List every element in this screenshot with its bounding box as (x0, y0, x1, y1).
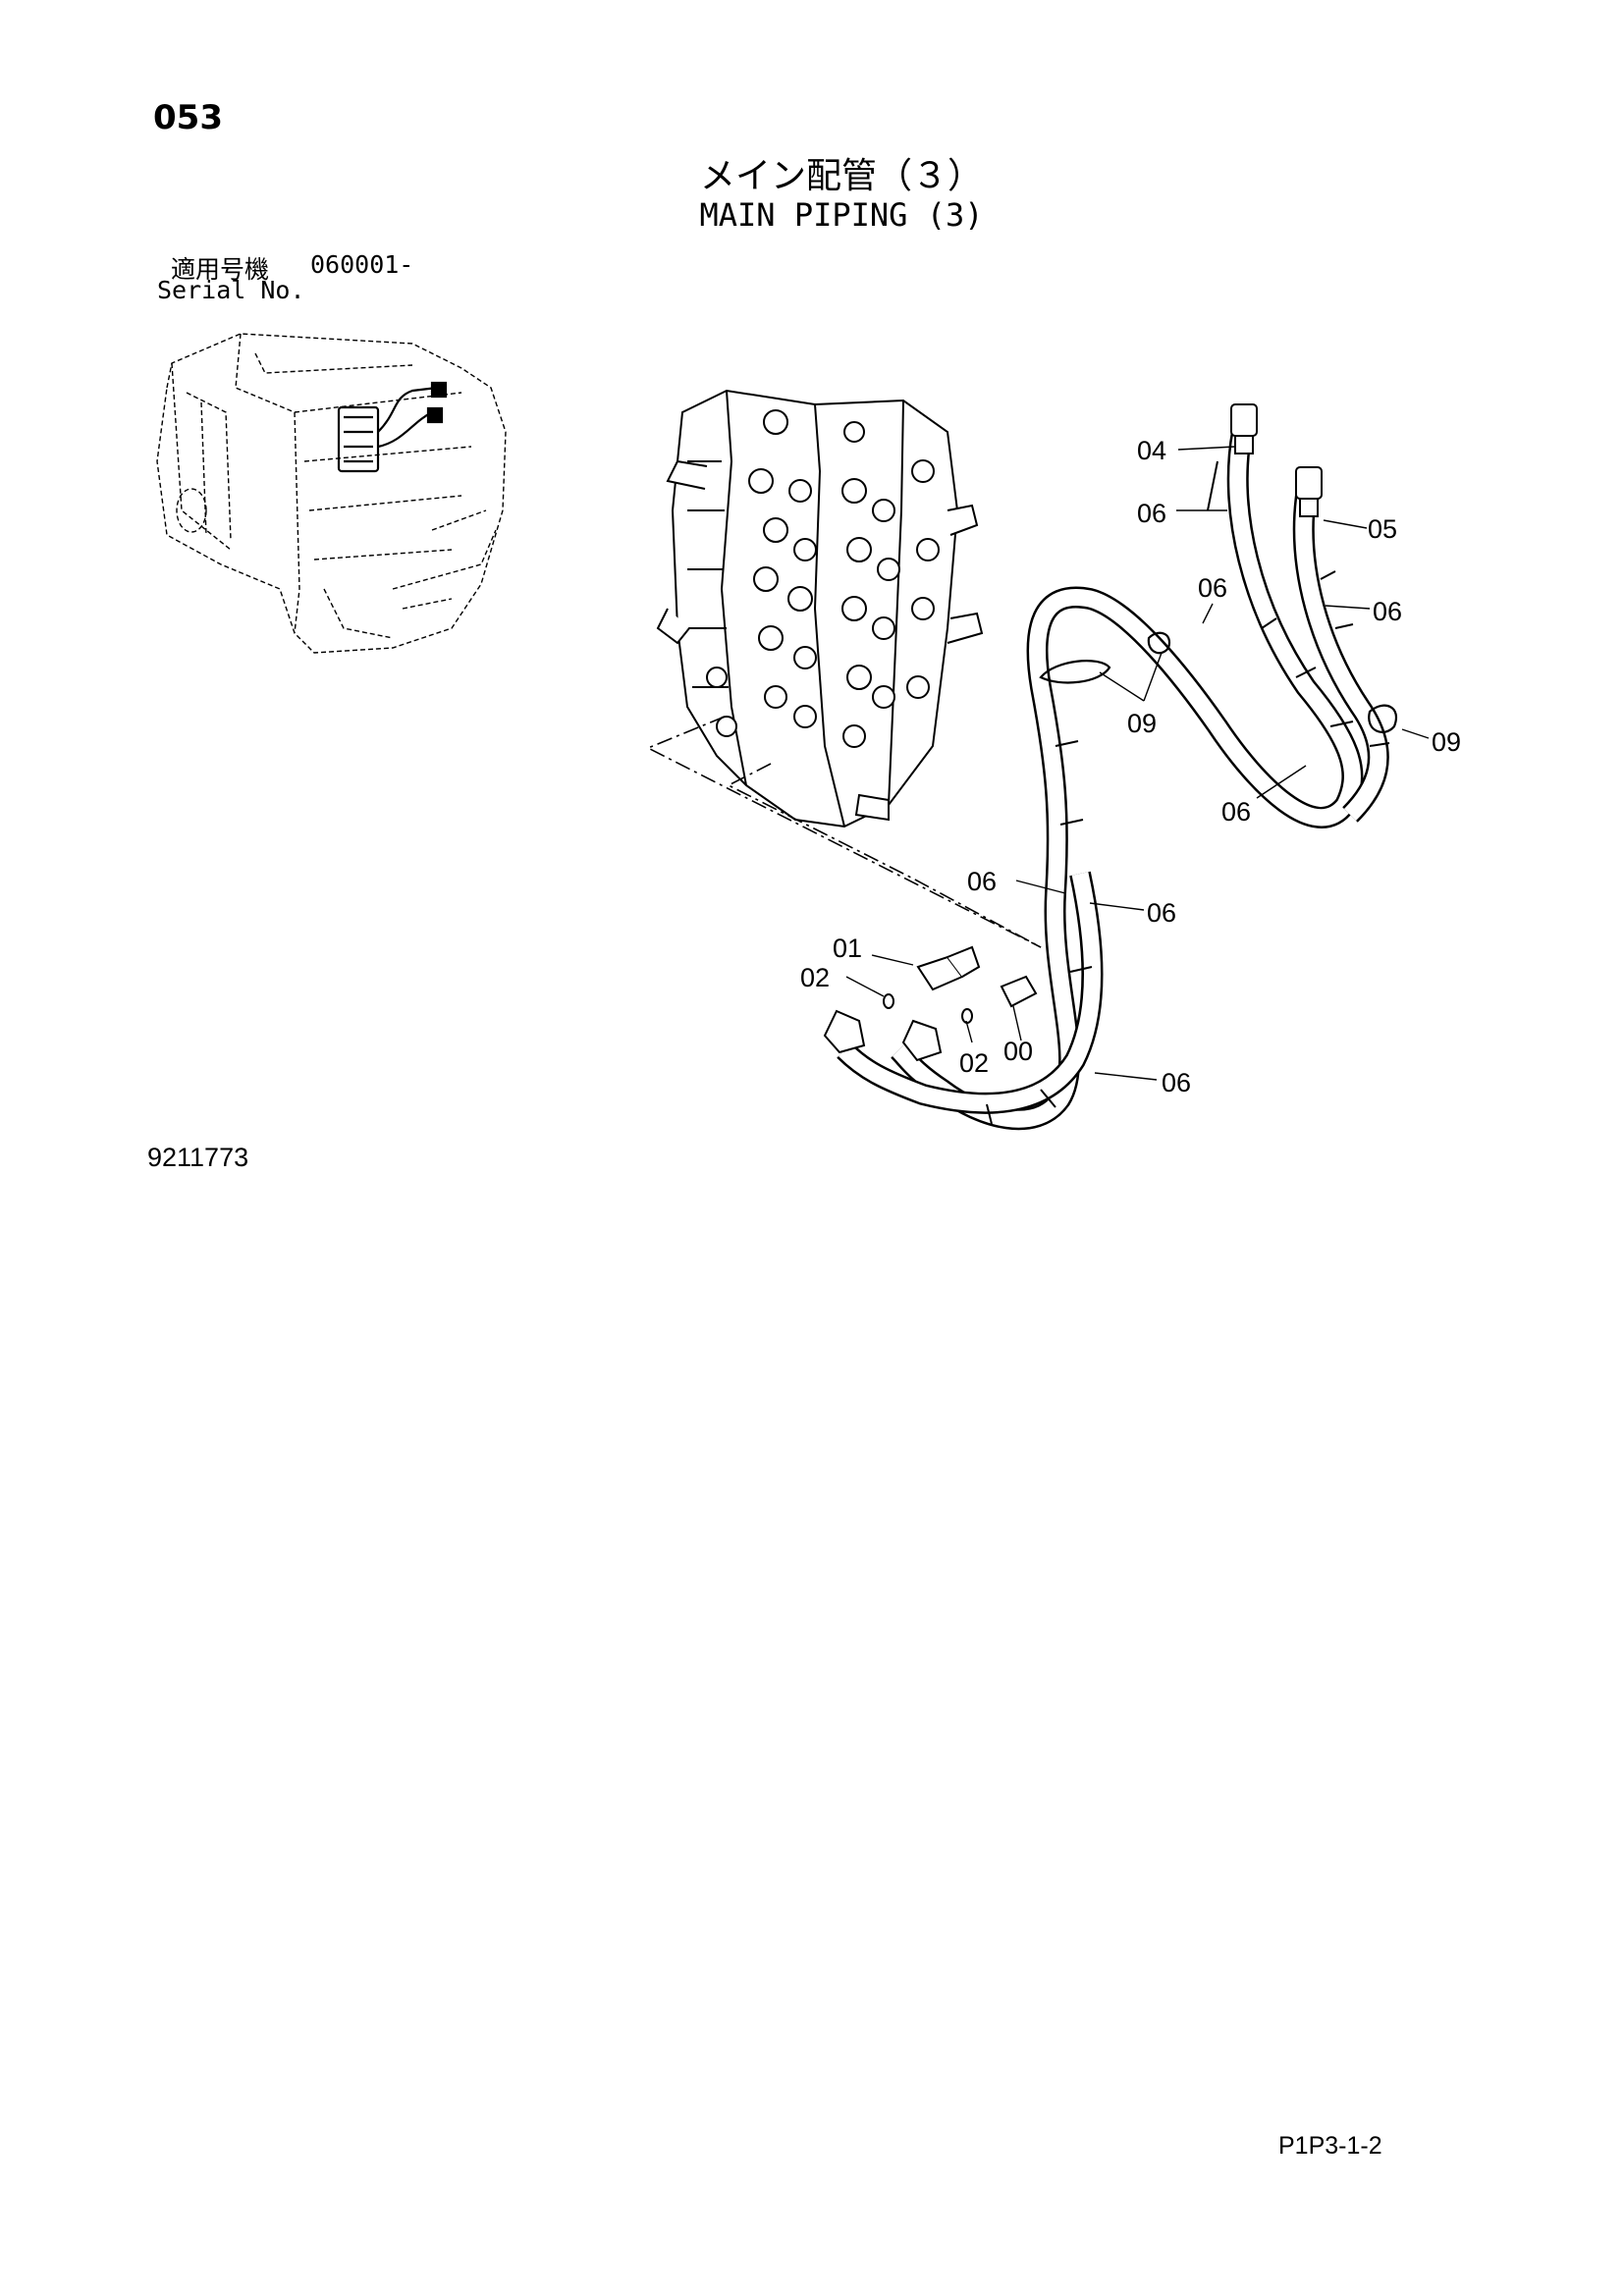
assembly-centerlines (646, 716, 1042, 948)
callout-06: 06 (1137, 499, 1166, 528)
page-title-english: MAIN PIPING (3) (699, 196, 984, 234)
control-valve-block (656, 389, 984, 828)
serial-label-japanese: 適用号機 (171, 255, 270, 284)
leader-lines (845, 446, 1430, 1081)
hose-clamps (1039, 631, 1397, 733)
locator-highlight-valve (337, 381, 448, 473)
callout-06: 06 (967, 867, 997, 896)
excavator-locator-sketch (156, 333, 507, 654)
footer-page-code: P1P3-1-2 (1278, 2132, 1382, 2160)
hose-assembly (837, 429, 1390, 1131)
page-number: 053 (153, 98, 223, 137)
callout-05: 05 (1368, 514, 1397, 544)
serial-label-english: Serial No. (157, 276, 305, 304)
hose-end-fittings (823, 403, 1323, 1062)
callout-09: 09 (1127, 709, 1157, 738)
callout-02: 02 (800, 963, 830, 992)
figure-number: 9211773 (147, 1143, 249, 1172)
adapters-and-orings (883, 945, 1038, 1024)
callout-04: 04 (1137, 436, 1166, 465)
page-title-japanese: メイン配管（３） (699, 156, 983, 196)
callout-06: 06 (1147, 898, 1176, 928)
callout-06: 06 (1373, 597, 1402, 626)
callout-06: 06 (1198, 573, 1227, 603)
callout-02: 02 (959, 1048, 989, 1078)
callout-01: 01 (833, 934, 862, 963)
callout-06: 06 (1221, 797, 1251, 827)
serial-number-value: 060001- (310, 250, 414, 279)
callout-09: 09 (1432, 727, 1461, 757)
callout-00: 00 (1003, 1037, 1033, 1066)
callout-06: 06 (1162, 1068, 1191, 1097)
